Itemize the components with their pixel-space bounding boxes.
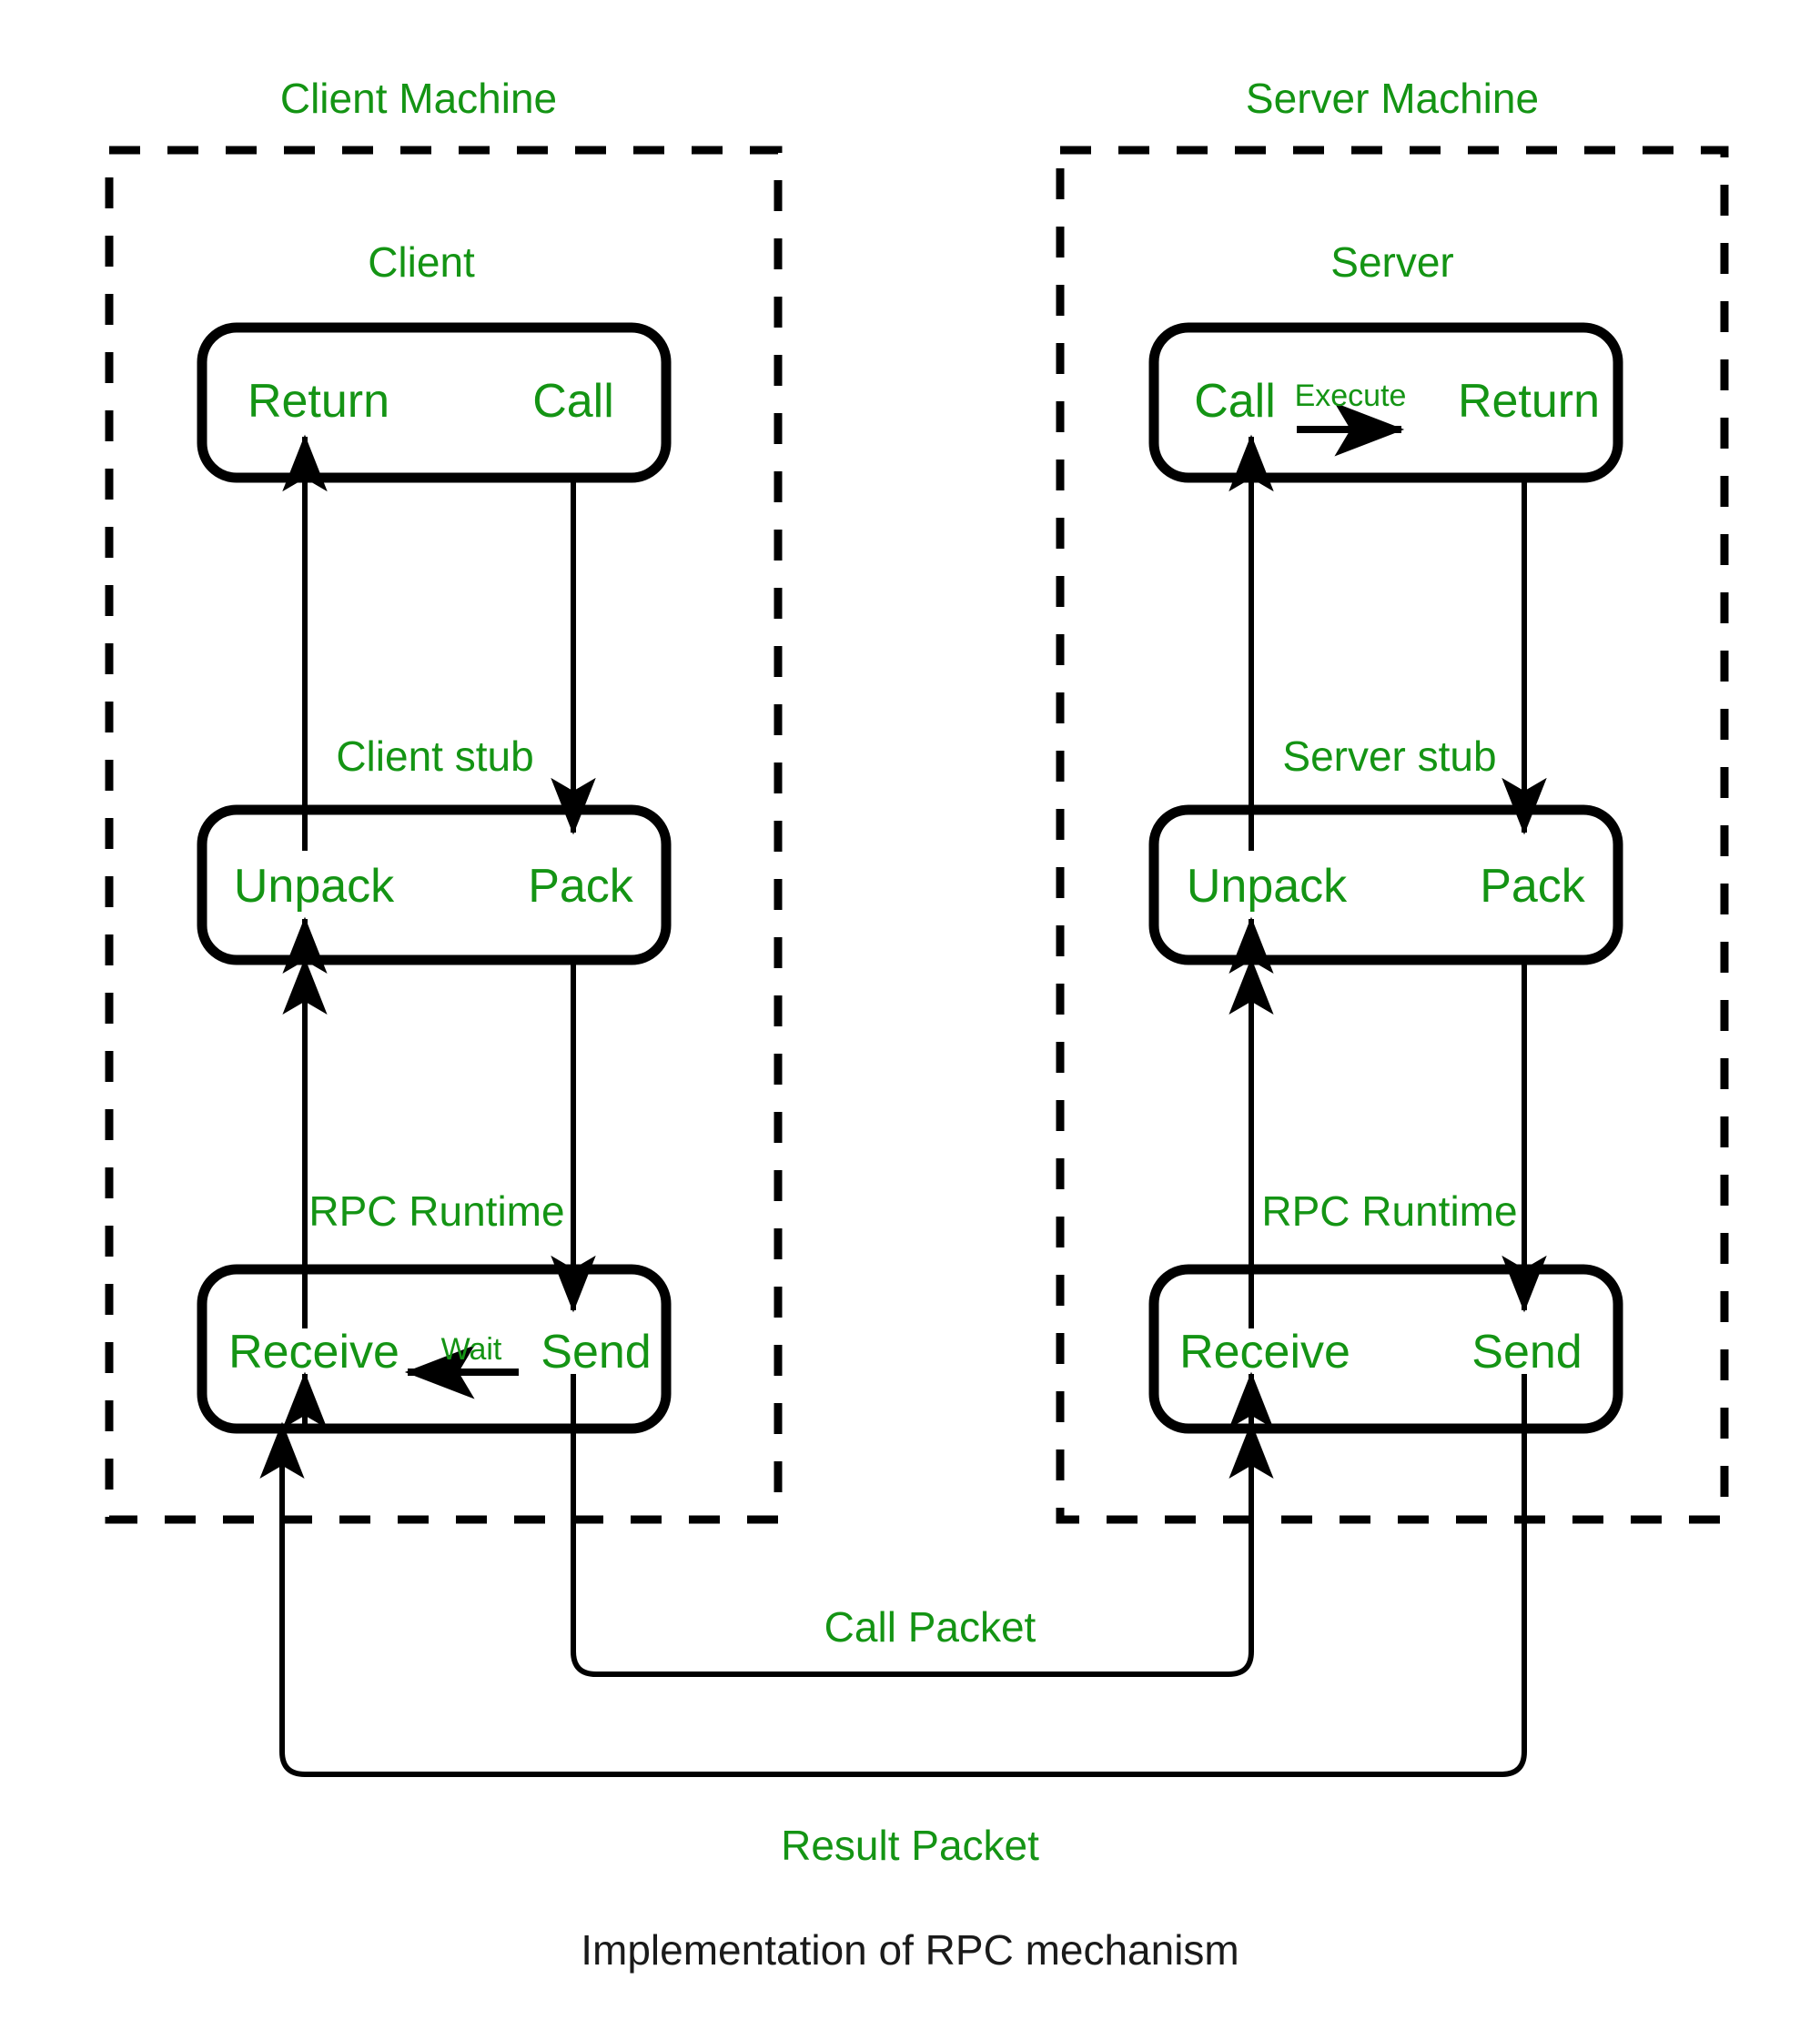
execute-edge-label: Execute <box>1294 379 1407 413</box>
client-runtime-label: RPC Runtime <box>308 1187 565 1235</box>
server-machine-boundary <box>1056 146 1729 1524</box>
client-app-call-text: Call <box>532 375 614 428</box>
client-stub-label: Client stub <box>336 732 534 780</box>
server-runtime-label: RPC Runtime <box>1261 1187 1518 1235</box>
diagram-caption: Implementation of RPC mechanism <box>581 1926 1239 1974</box>
client-runtime-send-text: Send <box>541 1326 652 1379</box>
call-packet-label: Call Packet <box>824 1603 1036 1651</box>
client-stub-unpack-text: Unpack <box>233 860 395 913</box>
wait-edge-label: Wait <box>440 1332 502 1367</box>
connector-overlays <box>302 778 1547 1328</box>
result-packet-path <box>259 1374 1527 1777</box>
server-stub-unpack-text: Unpack <box>1186 860 1348 913</box>
client-stub-pack-text: Pack <box>528 860 633 913</box>
client-machine-title: Client Machine <box>279 75 558 122</box>
client-runtime-receive-text: Receive <box>228 1326 399 1379</box>
server-role-title: Server <box>1330 238 1454 286</box>
top-box-arrow-tips <box>282 434 1274 1429</box>
server-stub-label: Server stub <box>1282 732 1497 780</box>
call-packet-path <box>571 1374 1274 1677</box>
client-machine-boundary <box>105 146 783 1524</box>
server-app-return-text: Return <box>1457 375 1601 428</box>
client-app-return-text: Return <box>247 375 390 428</box>
server-stub-pack-text: Pack <box>1480 860 1585 913</box>
result-packet-label: Result Packet <box>781 1822 1039 1869</box>
server-machine-title: Server Machine <box>1245 75 1540 122</box>
server-runtime-send-text: Send <box>1471 1326 1582 1379</box>
server-app-call-text: Call <box>1194 375 1276 428</box>
client-role-title: Client <box>368 238 475 286</box>
server-runtime-receive-text: Receive <box>1179 1326 1350 1379</box>
